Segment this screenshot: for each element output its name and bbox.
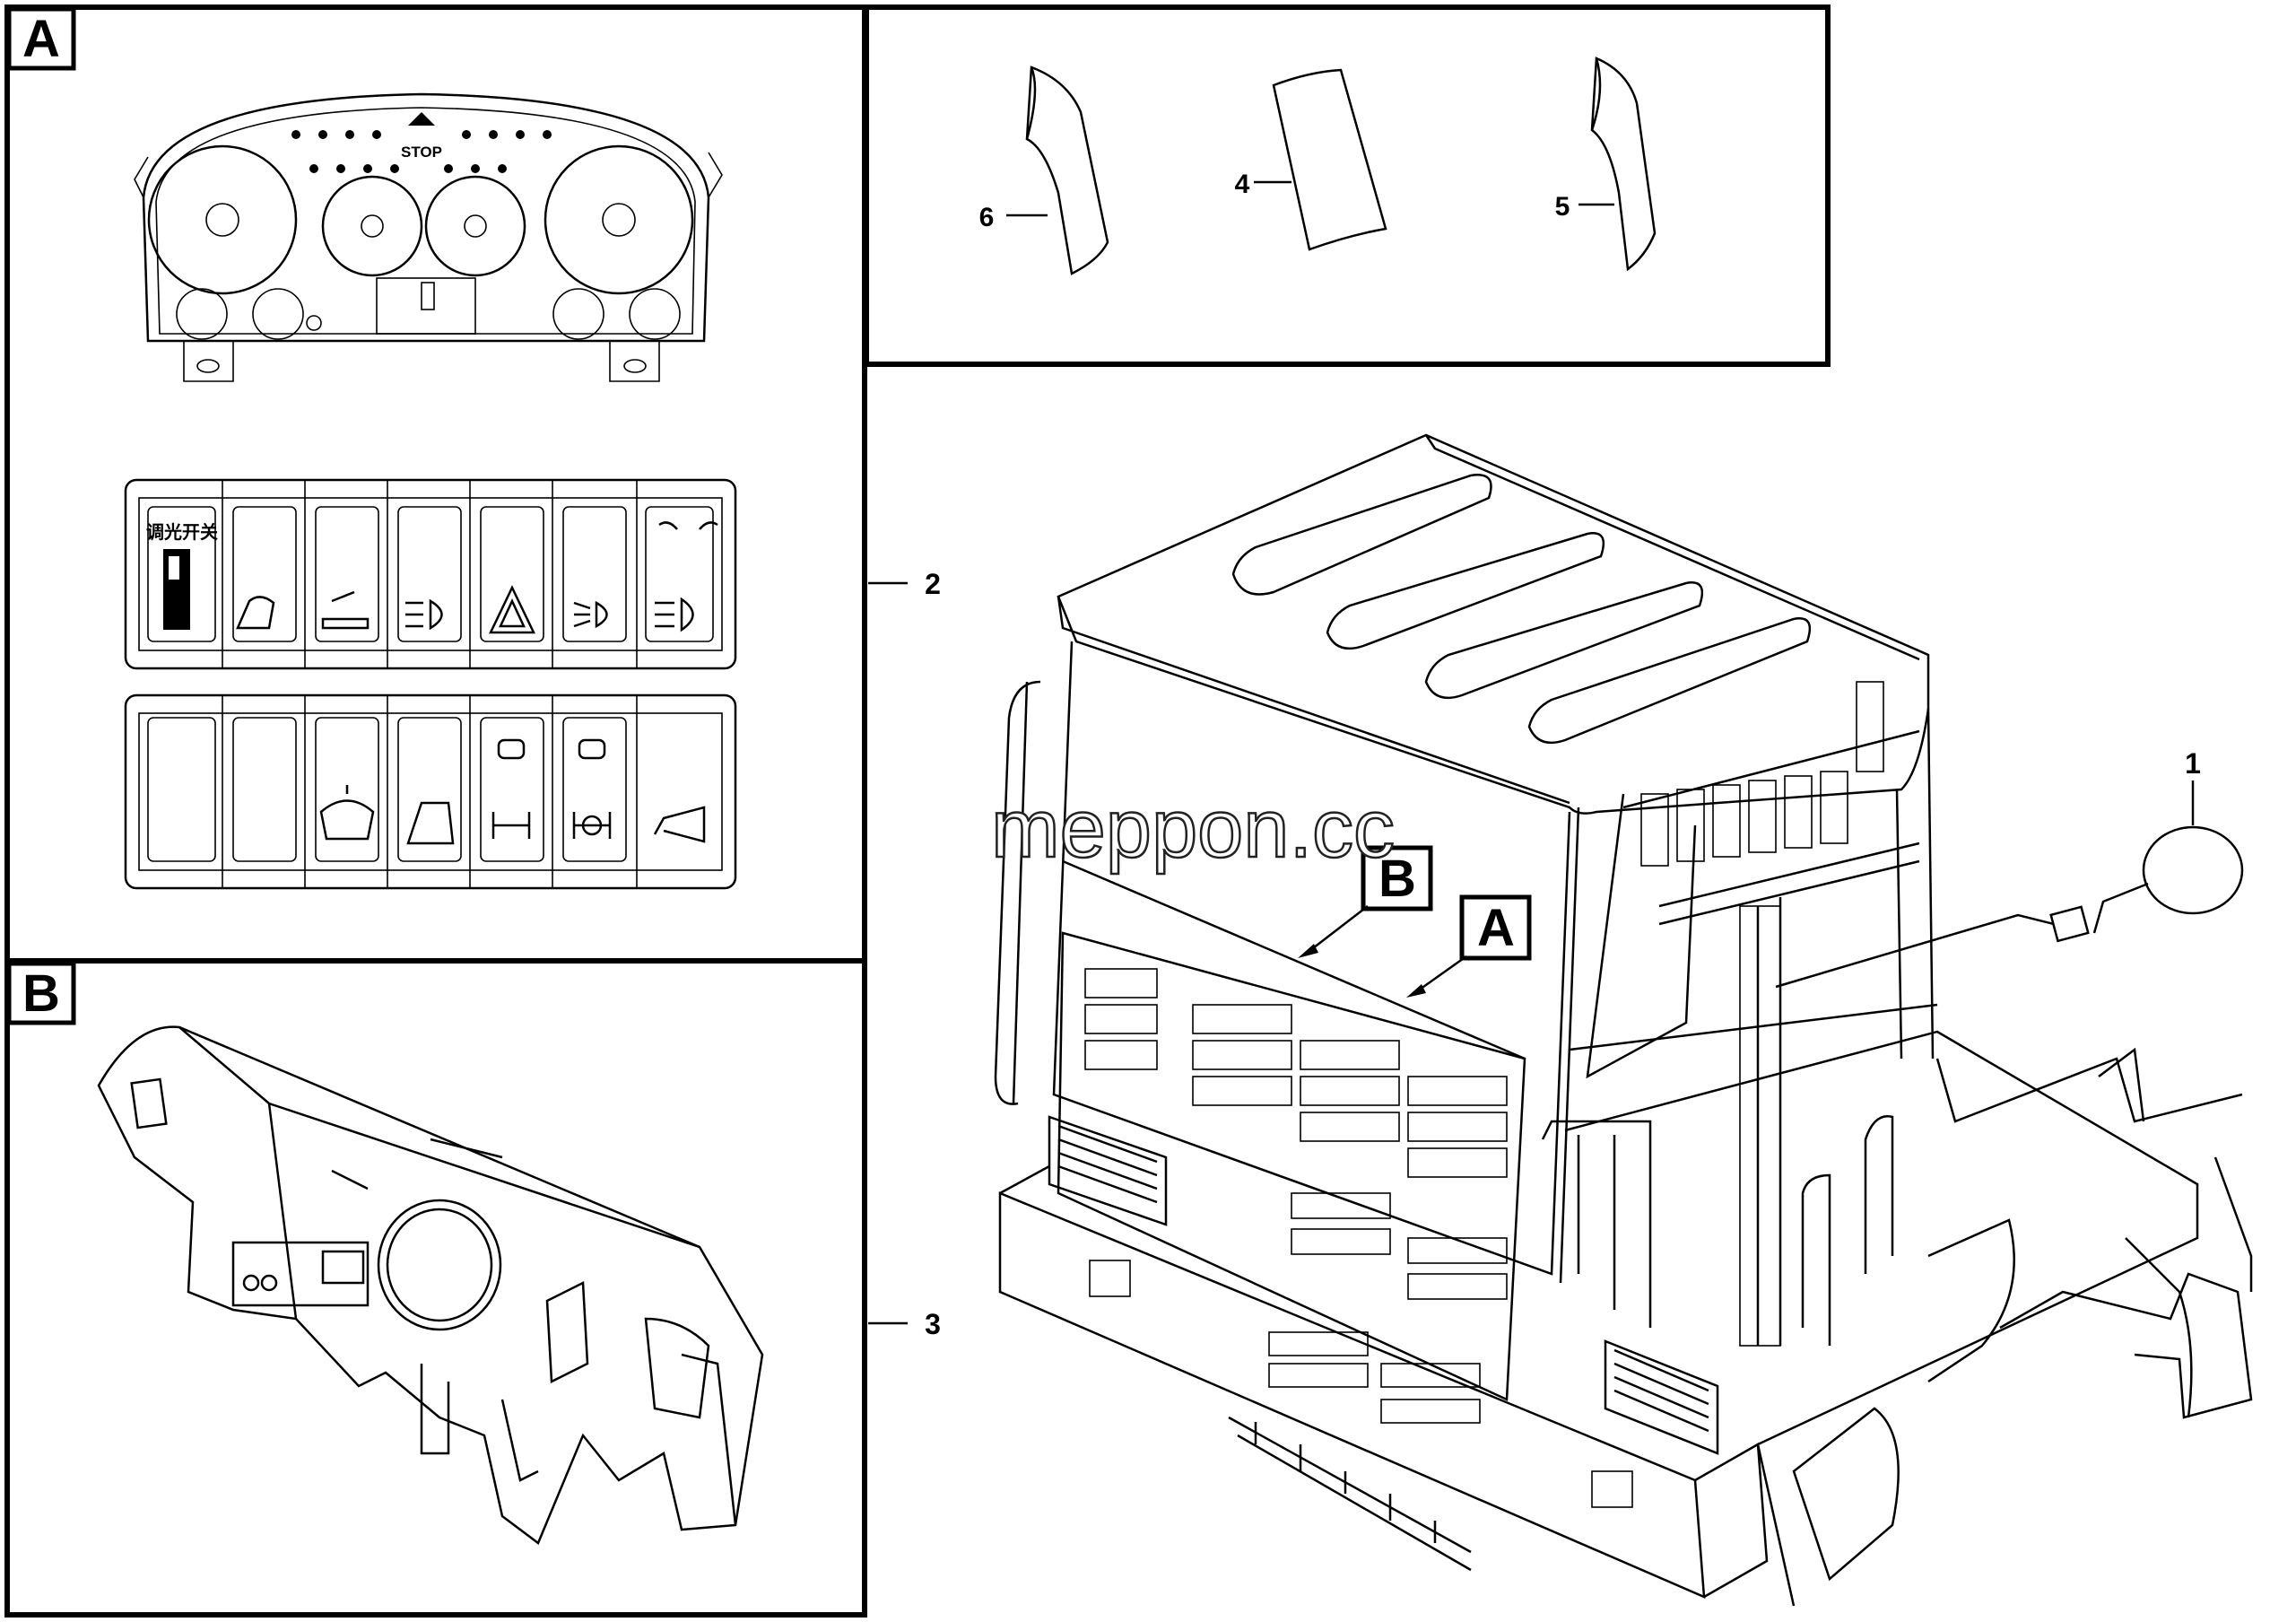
lamp-indicator-icon-2 — [578, 738, 606, 760]
cab-view-tag-a: A — [1406, 894, 1532, 998]
rear-window-icon — [406, 801, 455, 845]
switch-panel-lower — [124, 693, 737, 890]
panel-b-frame — [4, 958, 867, 1618]
work-light-icon — [236, 596, 275, 630]
diff-lock-icon — [572, 812, 612, 839]
instrument-cluster: STOP — [134, 92, 723, 382]
tipper-icon — [321, 590, 370, 630]
callout-6: 6 — [979, 203, 995, 232]
decal-5 — [1590, 57, 1657, 272]
watermark: meppon.cc — [991, 783, 1395, 875]
leader-lines-decals — [1006, 180, 1614, 217]
panel-b-tag: B — [6, 961, 76, 1025]
svg-text:A: A — [22, 10, 60, 68]
callout-4: 4 — [1235, 170, 1250, 199]
callout-1: 1 — [2185, 747, 2201, 780]
callout-3: 3 — [925, 1308, 941, 1340]
axle-lock-icon — [491, 812, 531, 839]
decal-6 — [1025, 65, 1109, 275]
stop-lamp-label: STOP — [401, 144, 442, 161]
callout-5: 5 — [1555, 192, 1570, 222]
hazard-warning-icon — [489, 585, 535, 634]
dashboard-assembly — [97, 1025, 764, 1545]
callout-2: 2 — [925, 568, 941, 600]
lamp-indicator-icon — [497, 738, 526, 760]
windscreen-washer-icon — [319, 785, 375, 841]
svg-text:B: B — [22, 964, 60, 1023]
headlamp-icon — [405, 598, 443, 631]
panel-a-tag: A — [6, 6, 76, 71]
rear-view-mirror — [1775, 780, 2244, 989]
decal-4 — [1272, 68, 1387, 251]
svg-text:B: B — [1378, 850, 1416, 908]
decal-panel-frame — [864, 4, 1831, 367]
cab-view-tag-b: B — [1298, 845, 1433, 958]
fog-lamp-icon — [573, 600, 608, 629]
dipped-beam-toggle-icon — [658, 521, 718, 530]
switch-panel-upper: 调光开关 — [124, 478, 737, 670]
truck-cab — [994, 433, 2253, 1607]
high-beam-icon — [655, 597, 694, 632]
svg-text:A: A — [1477, 899, 1515, 957]
dimmer-switch-label: 调光开关 — [146, 521, 218, 543]
horn-icon — [653, 806, 706, 843]
